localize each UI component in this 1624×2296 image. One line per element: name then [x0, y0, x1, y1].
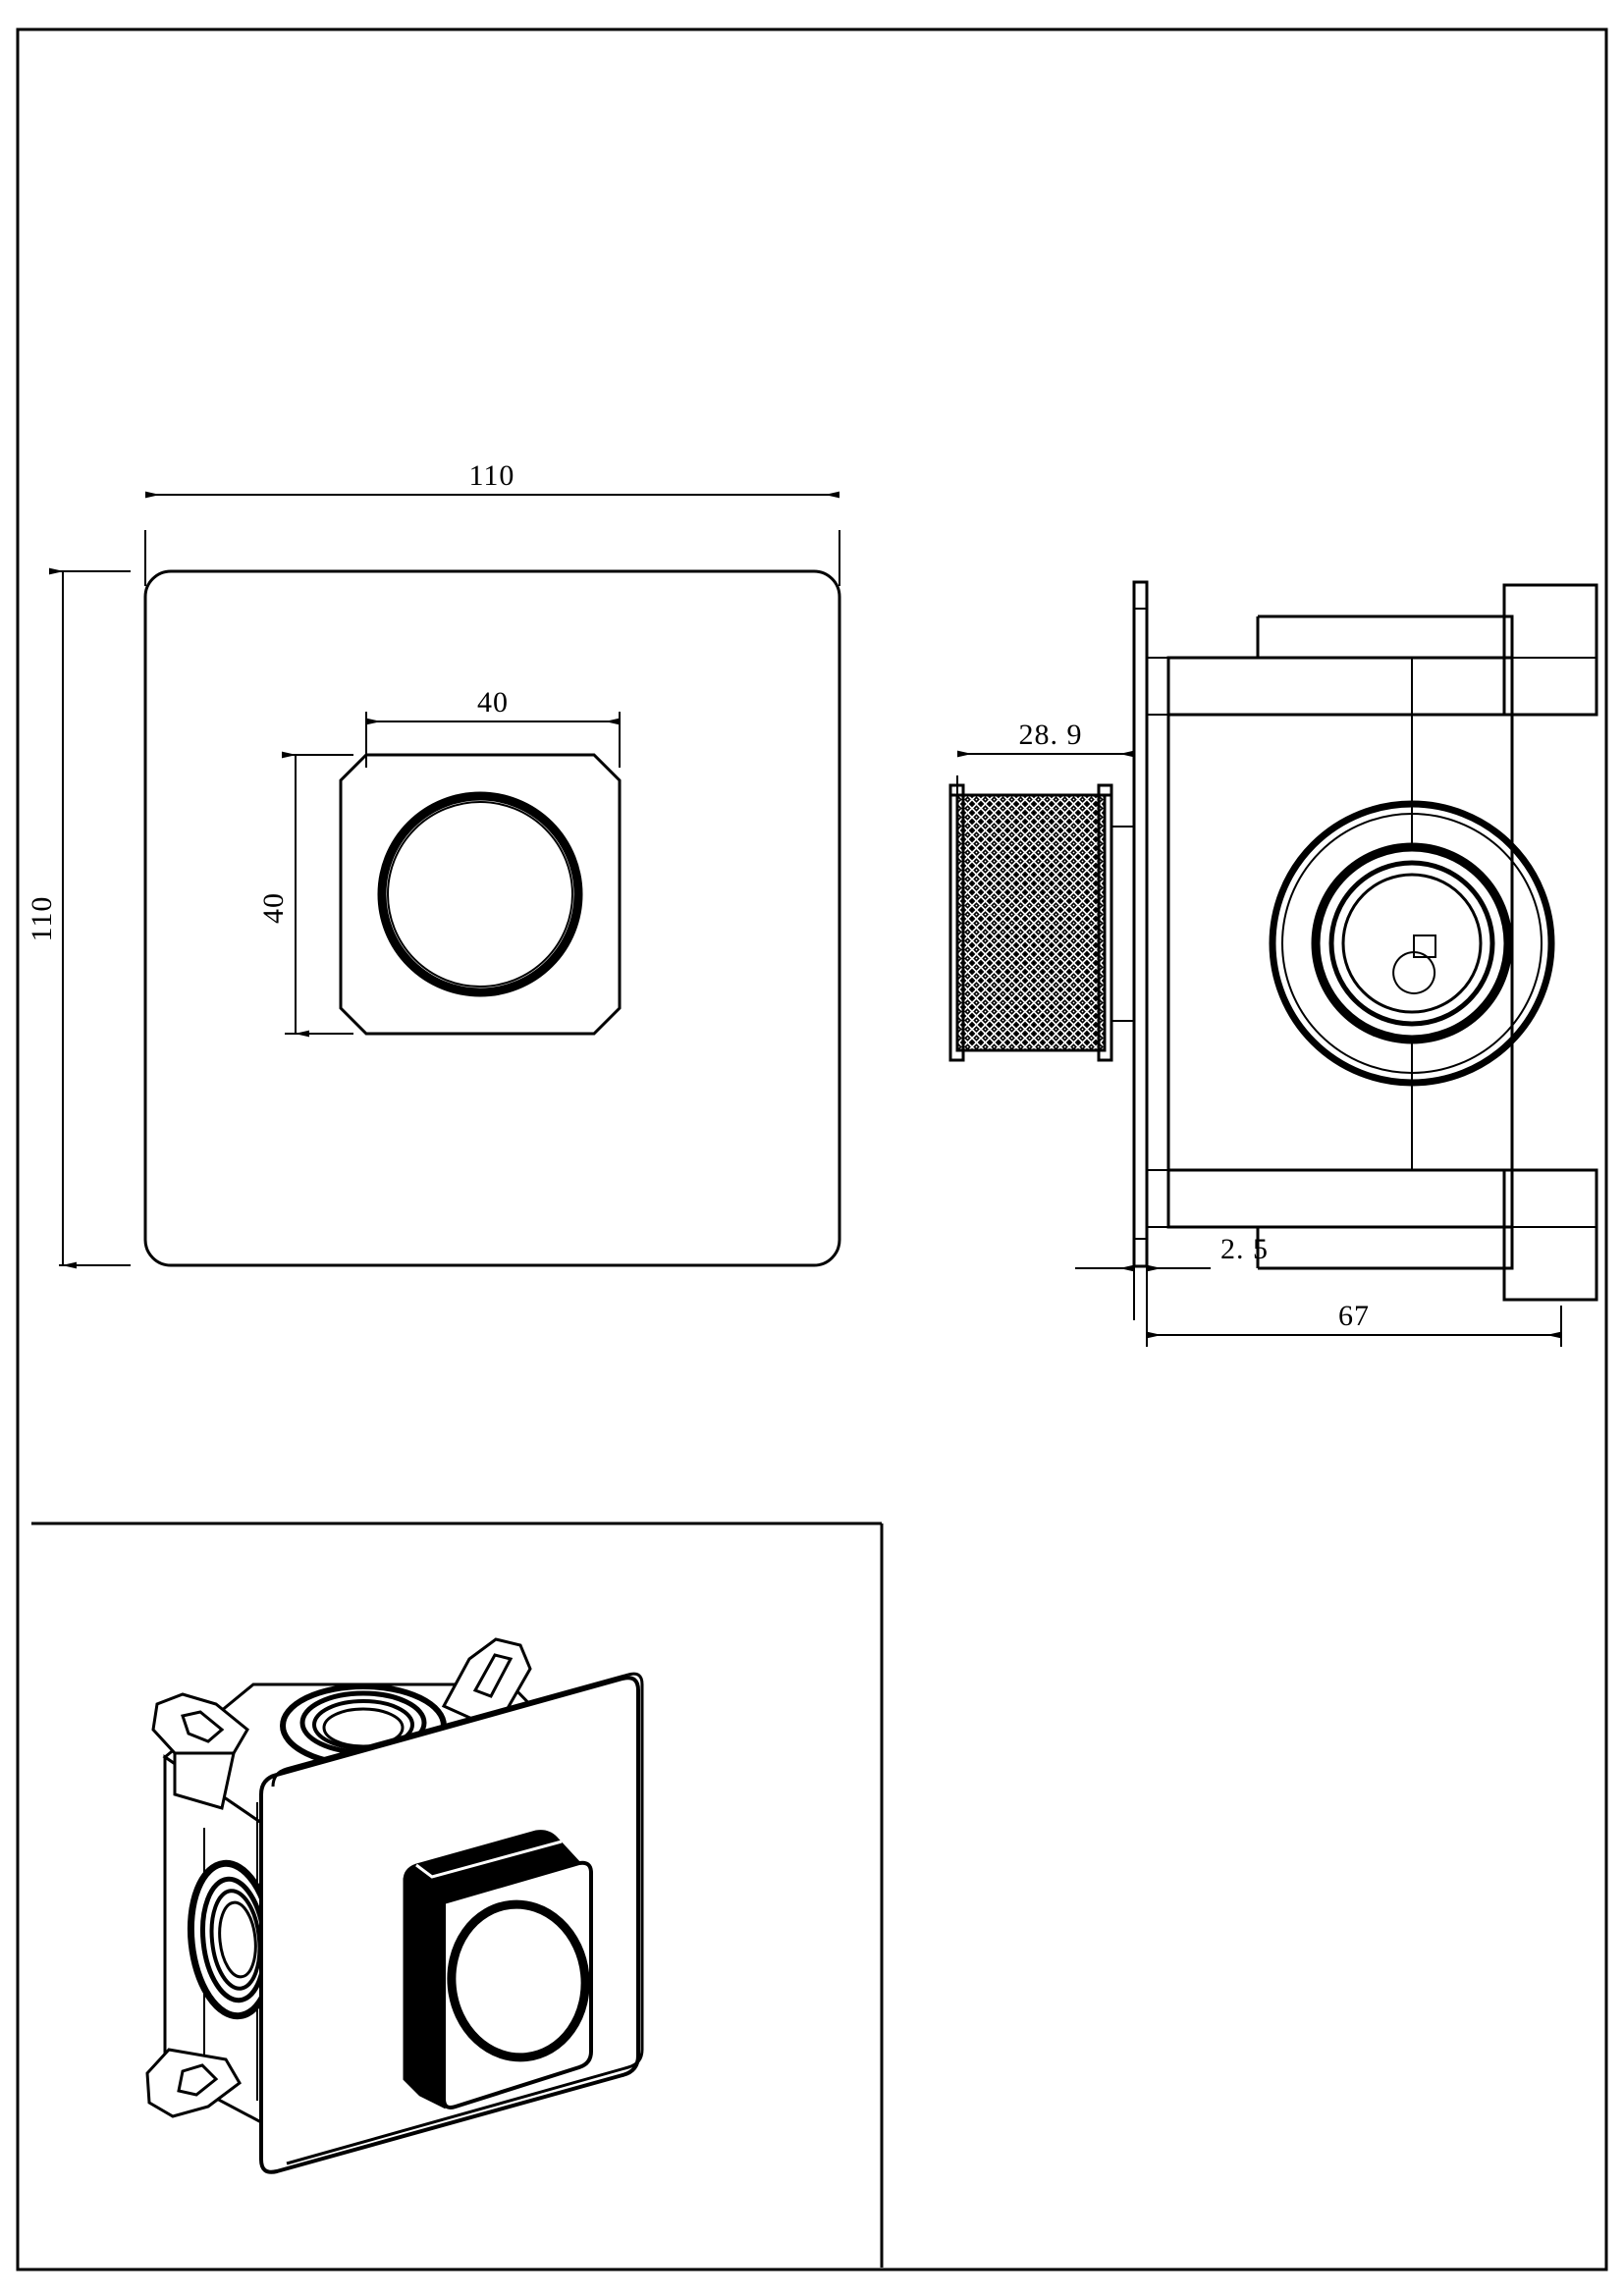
side-valve-body — [1147, 583, 1598, 1302]
dimension-knob-width-label: 40 — [477, 686, 509, 719]
front-elevation-view: 110 110 40 40 — [26, 459, 841, 1269]
front-knob-circle-inner — [387, 801, 573, 988]
side-knurled-handle — [948, 783, 1134, 1062]
iso-side-port — [187, 1859, 277, 2020]
dimension-handle-depth: 28. 9 — [956, 719, 1135, 800]
iso-mounting-bracket-upper-left — [151, 1692, 249, 1810]
dimension-total-depth: 67 — [1146, 1276, 1562, 1347]
iso-knob — [403, 1830, 593, 2109]
dimension-plate-width: 110 — [144, 459, 840, 586]
dimension-total-depth-label: 67 — [1338, 1300, 1370, 1332]
iso-view-frame — [31, 1522, 884, 2268]
dimension-plate-height: 110 — [26, 567, 131, 1269]
dimension-knob-height: 40 — [257, 751, 353, 1038]
dimension-plate-height-label: 110 — [26, 896, 58, 942]
dimension-plate-thickness: 2. 5 — [1075, 1233, 1269, 1320]
dimension-plate-width-label: 110 — [469, 459, 515, 492]
dimension-knob-width: 40 — [365, 686, 621, 768]
side-escutcheon-plate — [1132, 580, 1149, 1268]
dimension-plate-thickness-label: 2. 5 — [1220, 1233, 1269, 1265]
dimension-knob-height-label: 40 — [257, 892, 290, 924]
sheet-border — [16, 27, 1608, 2271]
front-plate-outline — [143, 569, 841, 1267]
isometric-3d-view — [31, 1522, 884, 2268]
front-knob-circle — [377, 791, 583, 997]
side-section-view: 28. 9 2. 5 67 — [948, 580, 1598, 1347]
side-cartridge-rings — [1269, 800, 1555, 1087]
dimension-handle-depth-label: 28. 9 — [1019, 719, 1083, 751]
iso-mounting-bracket-lower-left — [145, 2048, 242, 2118]
front-knob-outline — [339, 753, 622, 1036]
